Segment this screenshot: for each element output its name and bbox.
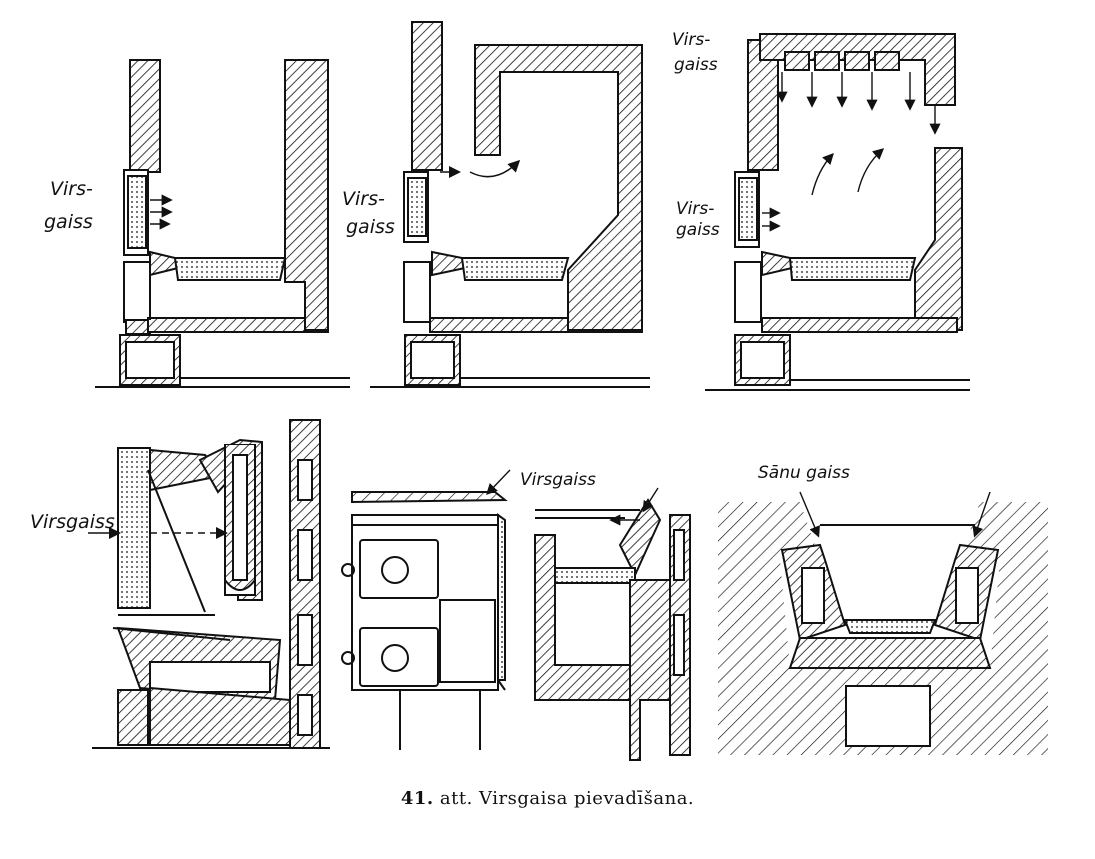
figure-5 [341, 491, 508, 750]
figure-2-label-line1: Virs- [342, 188, 385, 210]
figure-3-top-label-line2: gaiss [674, 55, 718, 75]
figure-caption: 41. att. Virsgaisa pievadīšana. [0, 788, 1095, 809]
figure-2 [370, 21, 650, 388]
figure-1-label-line2: gaiss [44, 211, 93, 233]
figure-3-mid-label-line1: Virs- [676, 199, 714, 219]
figure-2-label-line2: gaiss [346, 216, 395, 238]
figure-4-label: Virsgaiss [30, 511, 115, 533]
figure-7 [718, 502, 1048, 755]
figure-6-label: Virsgaiss [520, 470, 596, 490]
figure-1-label-line1: Virs- [50, 178, 93, 200]
caption-text: Virsgaisa pievadīšana. [479, 788, 695, 809]
figure-1 [95, 59, 350, 388]
figure-4-air-arrows [88, 515, 263, 600]
figure-3-mid-label-line2: gaiss [676, 220, 720, 240]
figure-2-air-arrows [440, 159, 521, 178]
figure-5-air-arrow [486, 469, 511, 496]
figure-3-air-arrows [762, 72, 941, 232]
caption-number: 41. [400, 788, 434, 809]
figure-6 [534, 498, 691, 761]
figure-1-air-arrows [150, 194, 173, 230]
figure-3-top-label-line1: Virs- [672, 30, 710, 50]
figure-7-label: Sānu gaiss [758, 463, 850, 483]
figure-6-air-arrows [609, 487, 659, 526]
figure-3 [705, 33, 970, 391]
caption-abbrev: att. [439, 788, 473, 809]
figure-4 [92, 419, 330, 749]
figure-7-air-arrows [799, 491, 991, 538]
